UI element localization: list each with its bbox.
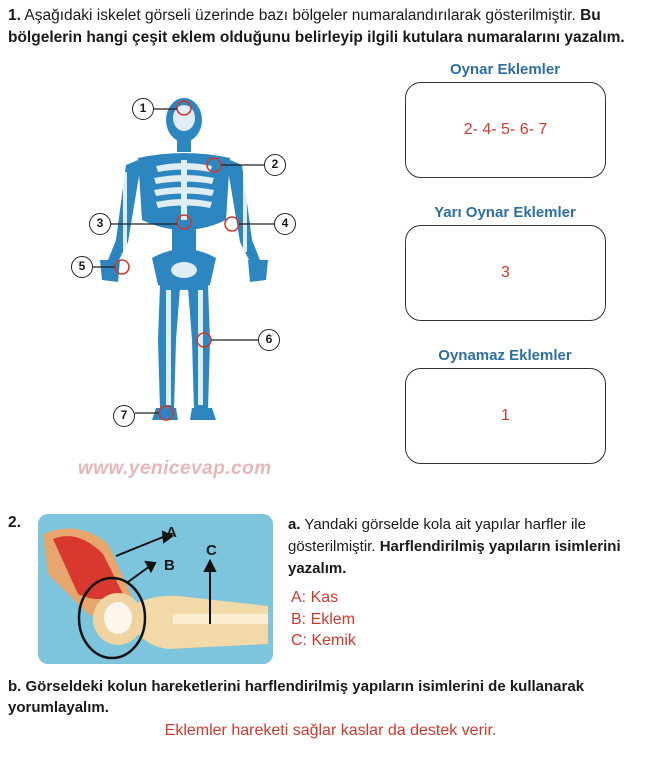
label-1: 1 bbox=[132, 98, 154, 120]
answer-box-oynamaz[interactable]: 1 bbox=[405, 368, 606, 464]
question-1-number: 1. bbox=[8, 7, 21, 24]
label-2: 2 bbox=[264, 154, 286, 176]
question-2b-answer: Eklemler hareketi sağlar kaslar da deste… bbox=[164, 722, 497, 739]
question-2a-instruction: Yandaki görselde kola ait yapılar harfle… bbox=[288, 516, 586, 555]
skeleton-illustration bbox=[93, 98, 274, 421]
question-2a-answers: A: Kas B: Eklem C: Kemik bbox=[291, 587, 356, 652]
question-1-text: 1. Aşağıdaki iskelet görseli üzerinde ba… bbox=[8, 5, 653, 49]
question-2a-prefix: a. bbox=[288, 516, 301, 533]
box-title-oynamaz: Oynamaz Eklemler bbox=[438, 347, 572, 364]
answer-oynar: 2- 4- 5- 6- 7 bbox=[463, 121, 548, 138]
label-4: 4 bbox=[274, 213, 296, 235]
answer-yari-oynar: 3 bbox=[501, 264, 510, 281]
label-7: 7 bbox=[113, 405, 135, 427]
arm-illustration bbox=[38, 514, 273, 664]
box-title-yari-oynar: Yarı Oynar Eklemler bbox=[434, 204, 576, 221]
label-3: 3 bbox=[89, 213, 111, 235]
arm-label-c: C bbox=[206, 542, 217, 559]
answer-a: A: Kas bbox=[291, 589, 339, 606]
question-2a-task: Harflendirilmiş yapıların isimlerini yaz… bbox=[288, 538, 621, 577]
arm-label-a: A bbox=[166, 524, 177, 541]
question-2b-text: b. Görseldeki kolun hareketlerini harfle… bbox=[8, 678, 585, 716]
answer-box-yari-oynar[interactable]: 3 bbox=[405, 225, 606, 321]
answer-b: B: Eklem bbox=[291, 610, 356, 628]
question-2a-text: a. Yandaki görselde kola ait yapılar har… bbox=[288, 514, 654, 580]
question-2-number: 2. bbox=[8, 514, 21, 531]
answer-c: C: Kemik bbox=[291, 632, 356, 649]
question-1-task: Bu bölgelerin hangi çeşit eklem olduğunu… bbox=[8, 7, 625, 46]
answer-box-oynar[interactable]: 2- 4- 5- 6- 7 bbox=[405, 82, 606, 178]
box-title-oynar: Oynar Eklemler bbox=[449, 61, 561, 78]
question-1-instruction: Aşağıdaki iskelet görseli üzerinde bazı … bbox=[24, 7, 576, 24]
watermark: www.yenicevap.com bbox=[78, 458, 272, 479]
label-5: 5 bbox=[71, 256, 93, 278]
arm-label-b: B bbox=[164, 557, 175, 574]
label-6: 6 bbox=[258, 329, 280, 351]
answer-oynamaz: 1 bbox=[501, 407, 510, 424]
